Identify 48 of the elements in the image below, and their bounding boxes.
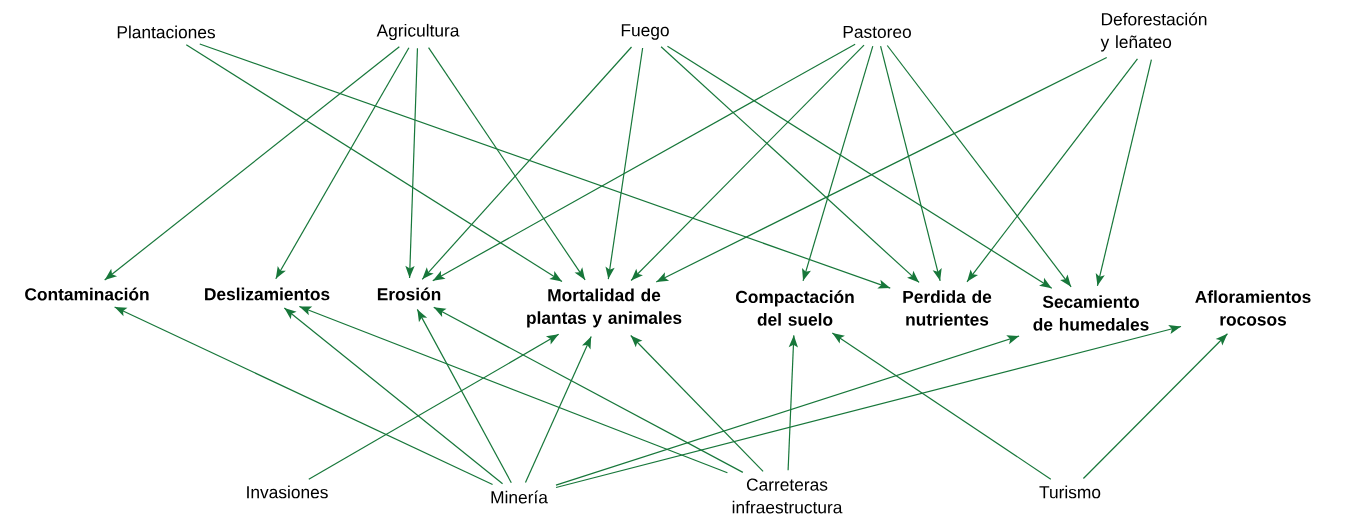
arrow: [104, 46, 400, 281]
arrow: [787, 334, 798, 471]
arrow: [433, 306, 744, 473]
arrow: [1095, 59, 1152, 287]
effect-label: Erosión: [377, 287, 441, 301]
cause-label: Plantaciones: [117, 25, 215, 39]
arrow: [114, 306, 494, 486]
arrow: [555, 335, 1020, 486]
cause-label: Carreteras infraestructura: [732, 478, 843, 514]
effect-label: Afloramientos rocosos: [1195, 290, 1311, 326]
arrow: [308, 333, 560, 480]
arrow: [416, 308, 512, 484]
effect-label: Perdida de nutrientes: [903, 290, 992, 326]
cause-label: Fuego: [621, 24, 669, 40]
cause-label: Agricultura: [376, 23, 460, 41]
arrow: [283, 307, 504, 485]
arrow: [421, 46, 633, 280]
arrow: [275, 47, 410, 280]
cause-label: Pastoreo: [843, 25, 911, 39]
effect-label: Compactación del suelo: [736, 290, 854, 326]
arrow: [605, 47, 644, 280]
arrow: [185, 44, 563, 283]
arrow: [655, 56, 1108, 283]
arrow: [802, 45, 874, 282]
arrow: [199, 43, 891, 289]
cause-label: Invasiones: [247, 485, 328, 499]
arrow: [666, 45, 1053, 289]
arrow: [298, 305, 728, 474]
arrow: [427, 47, 586, 281]
arrow: [524, 335, 592, 484]
cause-label: Deforestación y leñateo: [1100, 12, 1207, 52]
arrow: [886, 44, 1072, 288]
effect-label: Deslizamientos: [205, 287, 330, 301]
arrow: [630, 334, 764, 472]
effect-label: Contaminación: [25, 287, 149, 301]
arrow: [630, 44, 865, 282]
arrow: [432, 43, 856, 282]
arrow: [831, 332, 1052, 480]
arrow: [880, 45, 942, 282]
effect-label: Mortalidad de plantas y animales: [527, 288, 682, 328]
arrow: [1082, 333, 1229, 480]
arrow: [555, 325, 1182, 489]
effect-label: Secamiento de humedales: [1033, 295, 1149, 331]
cause-label: Turismo: [1039, 485, 1101, 499]
arrow: [660, 46, 920, 284]
arrow: [405, 47, 419, 279]
arrow: [966, 58, 1139, 283]
cause-label: Minería: [491, 490, 548, 504]
